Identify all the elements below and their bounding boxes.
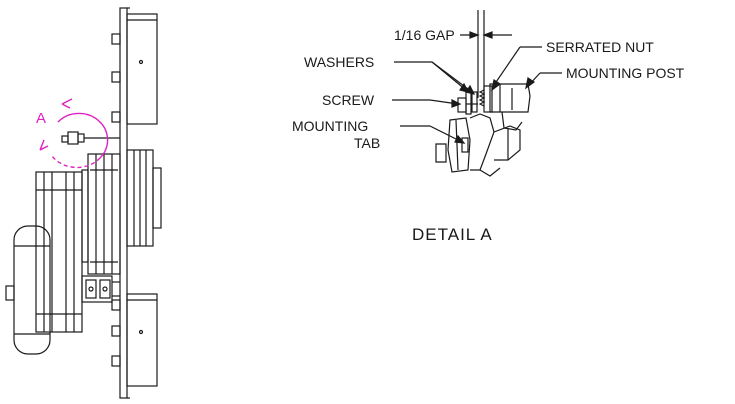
screw	[457, 97, 478, 113]
motor-body	[126, 149, 162, 247]
bottom-bracket-hole	[138, 329, 144, 335]
screw-label: SCREW	[322, 92, 375, 108]
outer-wheel	[5, 225, 51, 355]
detail-mounting-tab	[435, 113, 521, 177]
leader-lines	[392, 31, 562, 144]
clamp-block	[81, 275, 120, 303]
mounting-tab-label-line1: MOUNTING	[292, 118, 369, 134]
serrated-nut	[478, 85, 493, 113]
detail-callout-circle	[39, 98, 109, 169]
detail-title: DETAIL A	[412, 225, 493, 244]
pulley-drum	[35, 171, 83, 333]
mounting-plate	[119, 7, 128, 399]
hub-stack	[81, 153, 121, 275]
plate-fasteners-top	[111, 33, 121, 123]
mounting-tab-label-line2: TAB	[354, 135, 381, 151]
mounting-post-label: MOUNTING POST	[566, 65, 685, 81]
side-view-assembly	[5, 7, 162, 399]
serrated-nut-label: SERRATED NUT	[546, 39, 654, 55]
plate-fasteners-bottom	[111, 299, 121, 367]
mounting-tab-assembly	[61, 131, 120, 145]
bottom-bracket	[126, 293, 158, 387]
top-bracket-hole	[138, 59, 144, 65]
detail-a-drawing	[435, 10, 531, 177]
top-bracket	[126, 13, 158, 125]
gap-label: 1/16 GAP	[394, 27, 455, 43]
mounting-post	[489, 83, 531, 131]
detail-callout-letter: A	[36, 110, 47, 127]
washers-label: WASHERS	[304, 54, 375, 70]
